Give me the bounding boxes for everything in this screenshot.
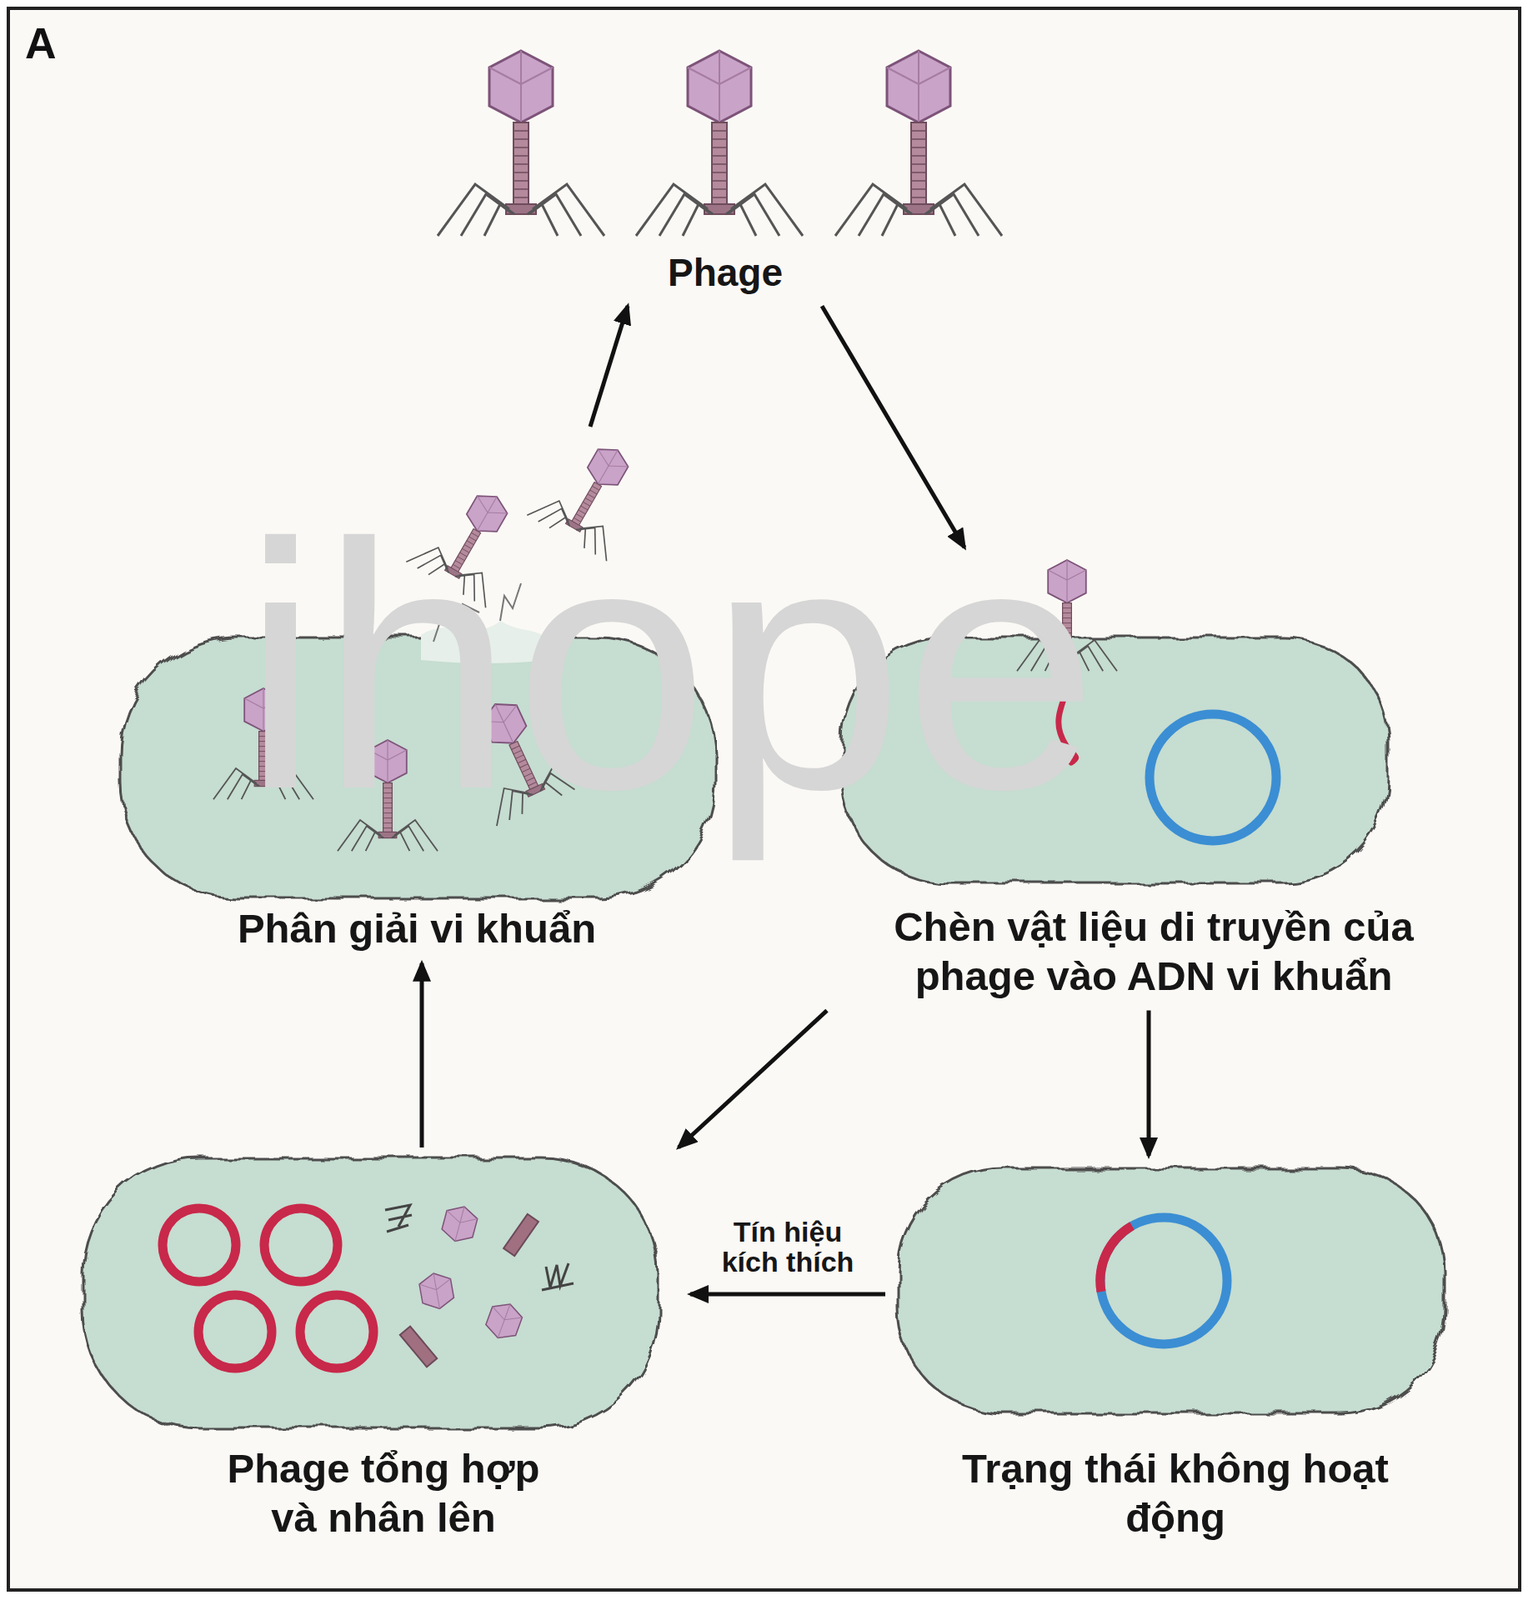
frame	[8, 8, 1520, 1591]
edge-label: Tín hiệu kích thích	[699, 1215, 877, 1280]
stage-caption: Trạng thái không hoạt động	[941, 1444, 1409, 1544]
stage-caption: Phân giải vi khuẩn	[125, 904, 709, 954]
arrow-connector	[690, 1292, 886, 1298]
arrow-connector	[590, 305, 628, 427]
dormant-cell: Trạng thái không hoạt động	[891, 1162, 1459, 1547]
phage-group: Phage	[416, 45, 1034, 300]
arrow-connector	[420, 963, 425, 1148]
watermark: ihope	[241, 491, 1099, 842]
arrow-connector	[678, 1011, 827, 1148]
dormant-cell-art	[898, 1168, 1445, 1414]
stage-caption: Phage tổng hợp và nhân lên	[204, 1444, 563, 1544]
stage-caption: Chèn vật liệu di truyền của phage vào AD…	[828, 902, 1479, 1002]
synthesis-cell-art	[83, 1158, 659, 1429]
insertion-cell: Chèn vật liệu di truyền của phage vào AD…	[795, 554, 1513, 1005]
arrow-connector	[1147, 1011, 1152, 1157]
top-phages	[437, 50, 1002, 236]
stage-caption: Phage	[416, 250, 1034, 296]
lysis-cell: Phân giải vi khuẩn	[116, 433, 717, 957]
panel-letter: A	[25, 21, 57, 66]
synthesis-cell: Phage tổng hợp và nhân lên	[83, 1154, 684, 1547]
